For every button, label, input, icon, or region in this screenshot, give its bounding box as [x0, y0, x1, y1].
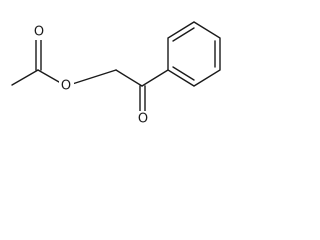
bond-ch2-ketone-carbon [115, 69, 143, 87]
atom-ketone-oxygen: O [136, 111, 150, 127]
atom-label: O [138, 112, 148, 127]
bond-ester-oxygen-ch2 [65, 69, 117, 87]
phenacyl-acetate-structure: O O O [11, 21, 221, 127]
atom-ester-oxygen: O [59, 77, 74, 94]
bond-ketone-phenyl [141, 69, 169, 87]
atom-ester-carbonyl-oxygen: O [32, 24, 46, 40]
aromatic-inner-bond-3 [172, 66, 195, 81]
atom-label: O [61, 79, 71, 94]
benzene-ring [167, 21, 221, 87]
aromatic-inner-bond-1 [172, 27, 195, 42]
bond-methyl-carbonyl [11, 69, 39, 86]
atom-label: O [34, 25, 44, 40]
